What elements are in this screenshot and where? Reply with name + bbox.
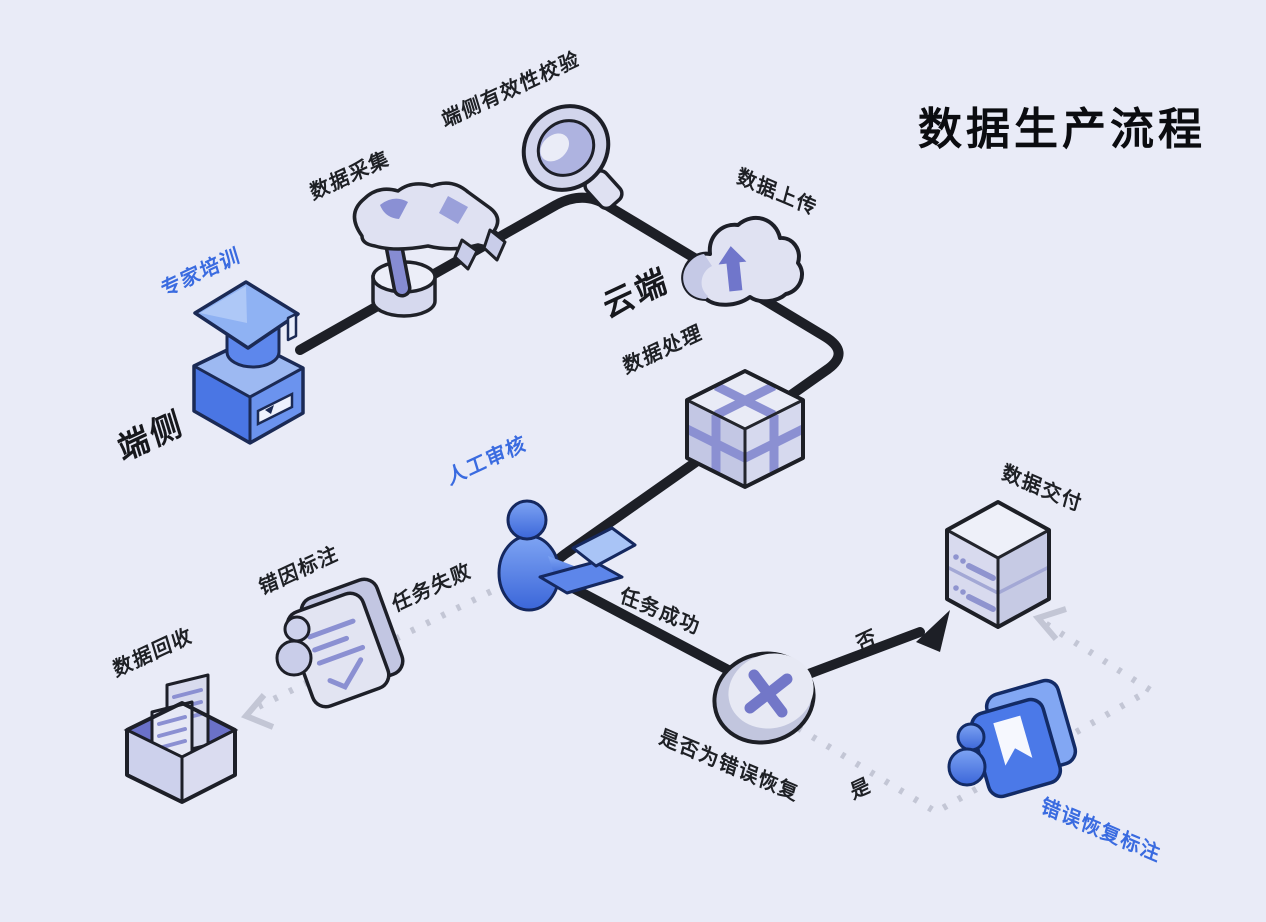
server-icon xyxy=(945,500,1051,629)
podium-graduation-icon xyxy=(192,280,305,445)
x-disc-icon xyxy=(712,651,816,745)
magnifier-icon xyxy=(521,104,624,211)
arrowhead-delivery-icon xyxy=(916,610,950,652)
diagram-title: 数据生产流程 xyxy=(918,105,1206,154)
person-laptop-icon xyxy=(497,499,637,612)
person-book-icon xyxy=(947,678,1078,799)
cube-cluster-icon xyxy=(684,369,806,489)
box-documents-icon xyxy=(123,673,239,804)
robot-arm-icon xyxy=(352,181,507,318)
arrowhead-recovery-to-delivery-icon xyxy=(1032,606,1067,641)
cloud-upload-icon xyxy=(681,215,804,307)
arrowhead-recycle-icon xyxy=(241,693,275,730)
person-document-icon xyxy=(275,577,405,709)
